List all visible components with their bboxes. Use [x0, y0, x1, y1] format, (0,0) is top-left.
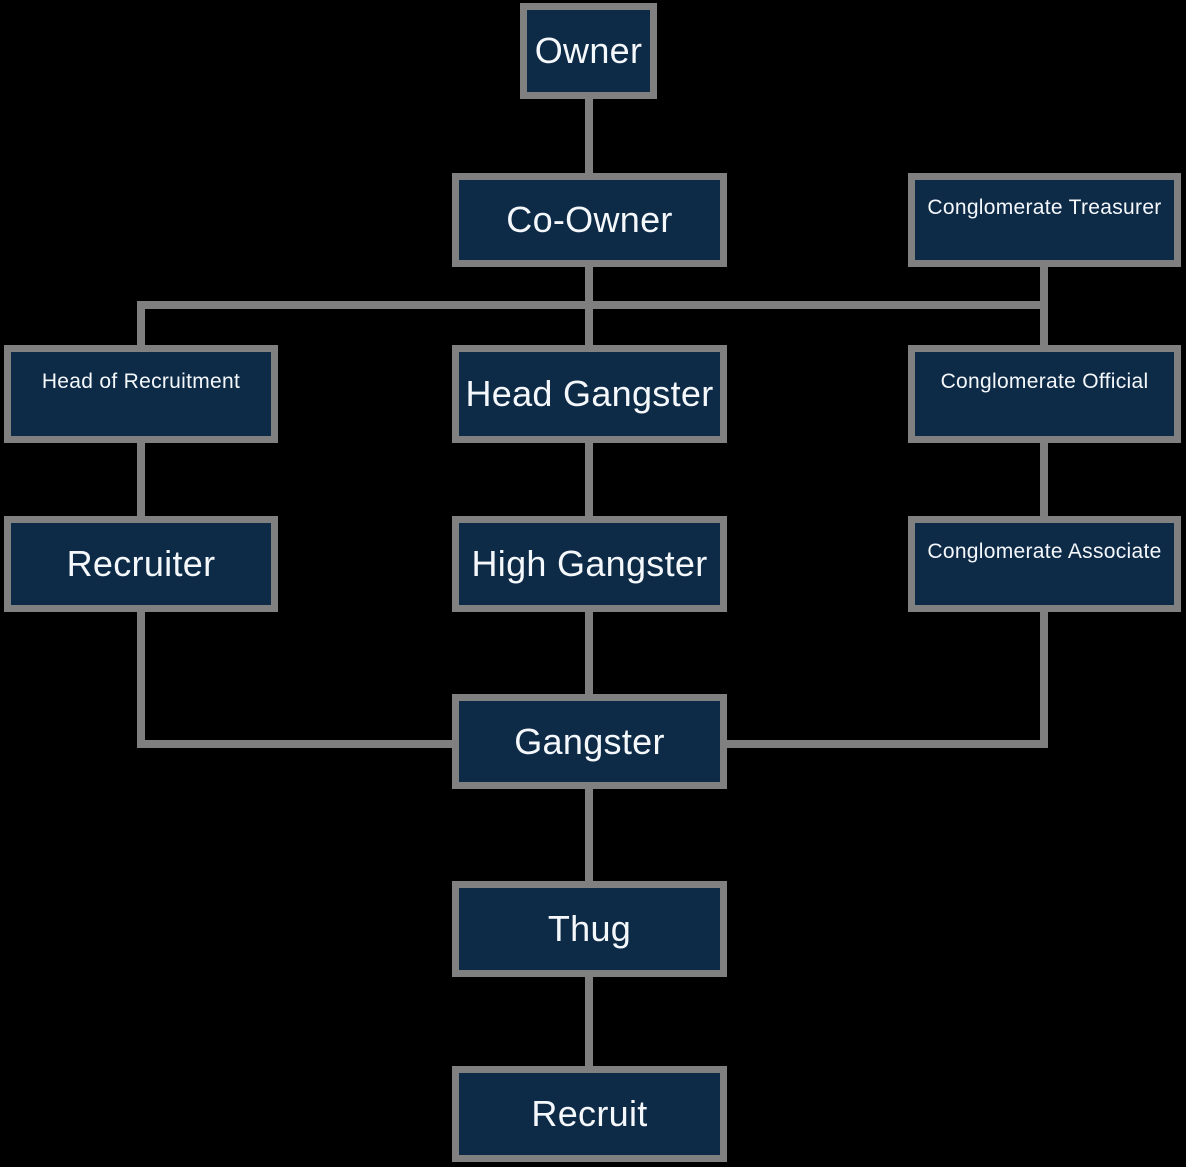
edge-thug-recruit [585, 977, 593, 1066]
edge-head-gangster-high-gangster [585, 443, 593, 516]
edge-high-gangster-gangster [585, 612, 593, 694]
node-recruit: Recruit [452, 1066, 727, 1162]
node-conglomerate-treasurer: Conglomerate Treasurer [908, 173, 1181, 267]
node-co-owner: Co-Owner [452, 173, 727, 267]
node-high-gangster: High Gangster [452, 516, 727, 612]
node-owner: Owner [520, 3, 657, 99]
edge-bus-head-of-recruitment [137, 301, 145, 345]
node-thug: Thug [452, 881, 727, 977]
edge-head-of-recruitment-recruiter [137, 443, 145, 516]
edge-official-associate [1040, 443, 1048, 516]
edge-recruiter-down [137, 612, 145, 748]
edge-owner-co-owner [585, 99, 593, 174]
node-recruiter: Recruiter [4, 516, 278, 612]
node-gangster: Gangster [452, 694, 727, 789]
edge-recruiter-gangster [137, 740, 453, 748]
node-head-gangster: Head Gangster [452, 345, 727, 443]
node-conglomerate-associate: Conglomerate Associate [908, 516, 1181, 612]
edge-bus-horizontal [137, 301, 1048, 309]
node-conglomerate-official: Conglomerate Official [908, 345, 1181, 443]
edge-associate-gangster [727, 740, 1048, 748]
edge-gangster-thug [585, 789, 593, 881]
edge-associate-down [1040, 612, 1048, 748]
node-head-of-recruitment: Head of Recruitment [4, 345, 278, 443]
